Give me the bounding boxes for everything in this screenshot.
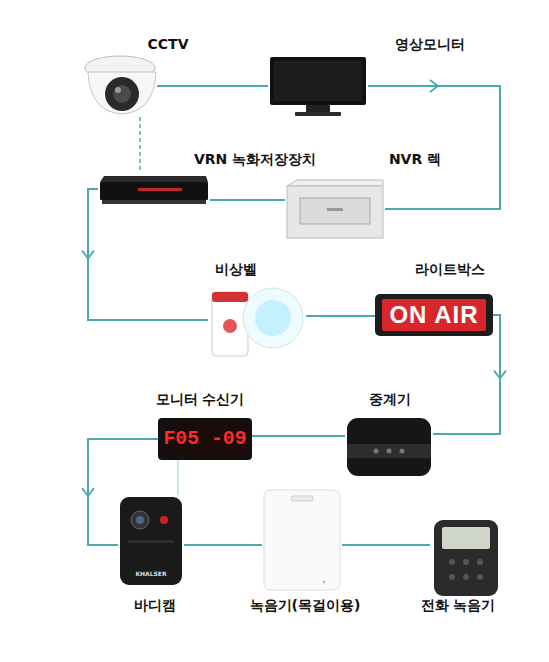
device-face: ON AIR	[375, 294, 493, 336]
device-label: 영상모니터	[395, 36, 465, 53]
phone-recorder	[434, 520, 498, 596]
arrow-head	[82, 488, 94, 496]
device-node: VRN 녹화저장장치	[98, 172, 210, 206]
connector	[210, 200, 285, 201]
cctv-camera	[85, 56, 156, 114]
device-node: 전화 녹음기	[430, 518, 502, 596]
device-node: 모니터 수신기F05 -09	[158, 418, 252, 460]
nvr-rack	[287, 180, 383, 238]
connector-line	[210, 199, 285, 201]
arrow-head	[494, 371, 506, 379]
device-label: VRN 녹화저장장치	[194, 151, 316, 168]
device-node: 바디캠KHALSER	[118, 495, 184, 585]
connector	[368, 80, 500, 209]
connector-line	[306, 315, 375, 317]
connector-line	[342, 544, 430, 546]
device-face: F05 -09	[158, 418, 252, 460]
device-face-text: F05 -09	[163, 428, 246, 450]
device-face: KHALSER	[118, 495, 184, 585]
device-face-text: ON AIR	[389, 301, 478, 329]
connector	[140, 117, 141, 172]
connector-line	[368, 86, 500, 209]
connector-line	[139, 117, 141, 172]
device-label: 전화 녹음기	[421, 597, 496, 614]
connector	[306, 316, 375, 317]
video-monitor	[270, 57, 366, 116]
device-node: 중계기	[345, 415, 433, 477]
arrow-head	[430, 80, 438, 92]
device-label: NVR 렉	[389, 151, 441, 168]
device-label: 중계기	[369, 391, 411, 408]
device-node: CCTV	[85, 55, 157, 117]
arrow-head	[82, 251, 94, 259]
connector	[157, 86, 268, 87]
device-label: 비상벨	[215, 261, 257, 278]
connector-line	[252, 435, 345, 437]
device-label: 녹음기(목걸이용)	[250, 597, 361, 614]
device-face-text: KHALSER	[135, 570, 166, 577]
device-node: 비상벨	[208, 282, 306, 360]
device-node: NVR 렉	[285, 178, 385, 240]
connector-line	[88, 189, 208, 320]
connector	[82, 189, 208, 320]
repeater	[347, 418, 431, 476]
device-label: 모니터 수신기	[156, 391, 245, 408]
connector	[252, 436, 345, 437]
body-cam	[120, 497, 182, 585]
connector-line	[184, 544, 262, 546]
connector	[342, 545, 430, 546]
device-node: 영상모니터	[268, 55, 368, 117]
device-label: 라이트박스	[415, 261, 485, 278]
connector-line	[178, 460, 179, 495]
device-label: CCTV	[148, 36, 189, 53]
dvr-recorder	[100, 176, 208, 204]
monitor-receiver	[158, 418, 252, 460]
connector-line	[157, 85, 268, 87]
emergency-bell	[212, 288, 303, 356]
connector	[178, 460, 179, 495]
light-box	[375, 294, 493, 336]
device-label: 바디캠	[134, 597, 176, 614]
neck-recorder	[264, 490, 340, 590]
device-node: 라이트박스ON AIR	[375, 294, 493, 336]
device-node: 녹음기(목걸이용)	[262, 488, 342, 590]
connector	[184, 545, 262, 546]
